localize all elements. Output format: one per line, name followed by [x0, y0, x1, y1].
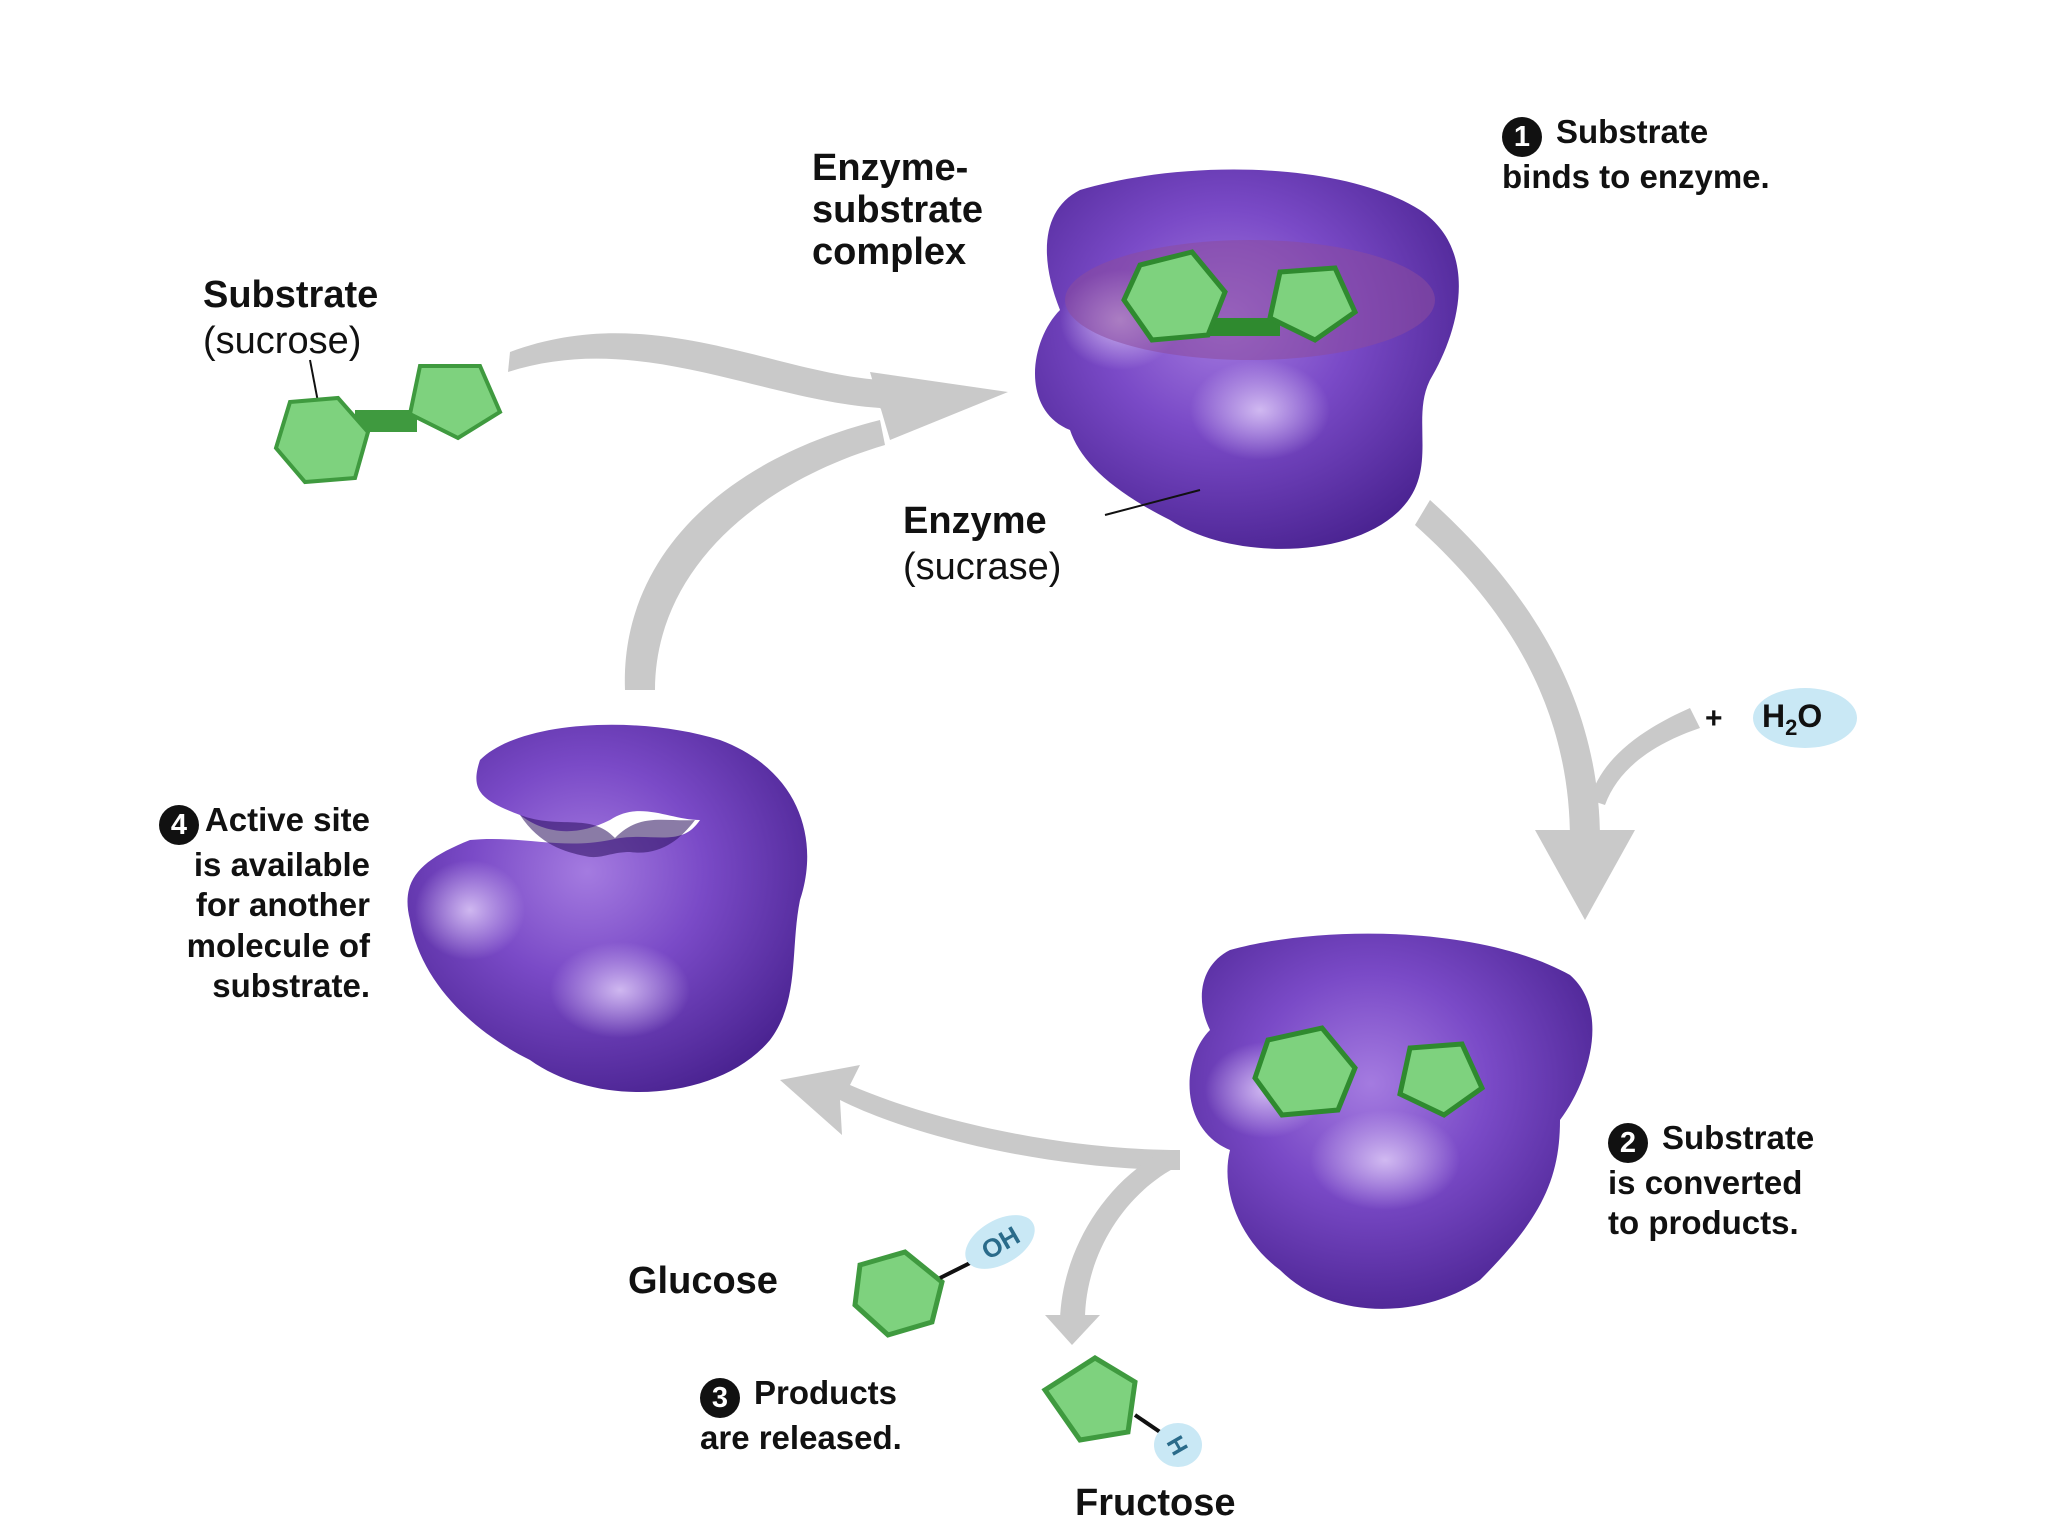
complex-label: Enzyme- substrate complex: [812, 147, 984, 273]
water-molecule: + H2O: [1705, 688, 1857, 748]
svg-text:H2O: H2O: [1762, 698, 1822, 740]
cycle-arrows: [508, 333, 1700, 1345]
arrow-fructose-branch: [1060, 1150, 1180, 1320]
glucose-molecule: OH: [852, 1215, 1035, 1338]
step-3-number: 3: [700, 1378, 740, 1418]
glucose-label: Glucose: [628, 1260, 778, 1302]
step-4-number: 4: [158, 805, 199, 845]
arrow-substrate-to-complex: [508, 333, 895, 420]
arrow-head-fructose: [1045, 1315, 1100, 1345]
enzyme-label: Enzyme (sucrase): [903, 500, 1062, 589]
fructose-label: Fructose: [1075, 1482, 1236, 1524]
step-1-number: 1: [1502, 117, 1542, 157]
water-h: H: [1762, 698, 1785, 734]
arrow-bottom: [780, 1065, 1180, 1170]
arrow-water: [1590, 708, 1700, 805]
arrow-right-down: [1415, 500, 1600, 840]
arrow-head-right-down: [1535, 830, 1635, 920]
water-subscript: 2: [1785, 715, 1797, 740]
enzyme-with-products-shape: [1189, 933, 1593, 1309]
plus-sign: +: [1705, 702, 1723, 735]
substrate-label: Substrate (sucrose): [203, 274, 379, 363]
free-substrate-sucrose: [273, 359, 503, 485]
enzyme-substrate-complex-shape: [1035, 169, 1459, 549]
water-o: O: [1797, 698, 1822, 734]
fructose-molecule: H: [1041, 1355, 1202, 1467]
arrow-left-loop: [624, 420, 885, 690]
step-2-number: 2: [1608, 1123, 1648, 1163]
arrow-head-substrate: [870, 372, 1008, 440]
empty-enzyme-shape: [407, 724, 808, 1093]
enzyme-pointer: [1104, 489, 1201, 516]
